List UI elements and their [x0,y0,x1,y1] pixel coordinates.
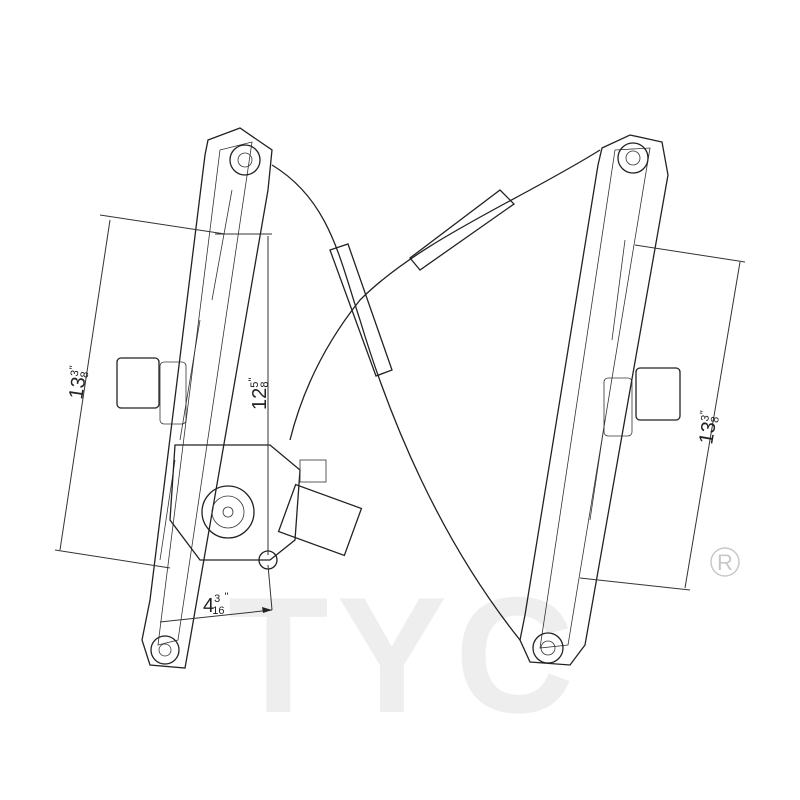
dimension-left-rail-length: 1338" [54,214,226,569]
motor-assembly [169,444,363,570]
dimension-right-rail-length: 1338" [579,244,746,591]
dimension-motor-to-top: 1258" [215,233,272,555]
right-rail [519,134,681,666]
svg-text:R: R [717,550,733,575]
svg-text:1338": 1338" [63,365,92,401]
svg-text:1258": 1258" [247,378,271,411]
svg-text:TYC: TYC [228,563,582,747]
left-rail [116,127,273,669]
svg-text:1338": 1338" [693,410,722,446]
cables [271,149,601,641]
tyc-watermark: TYC R [228,547,740,747]
